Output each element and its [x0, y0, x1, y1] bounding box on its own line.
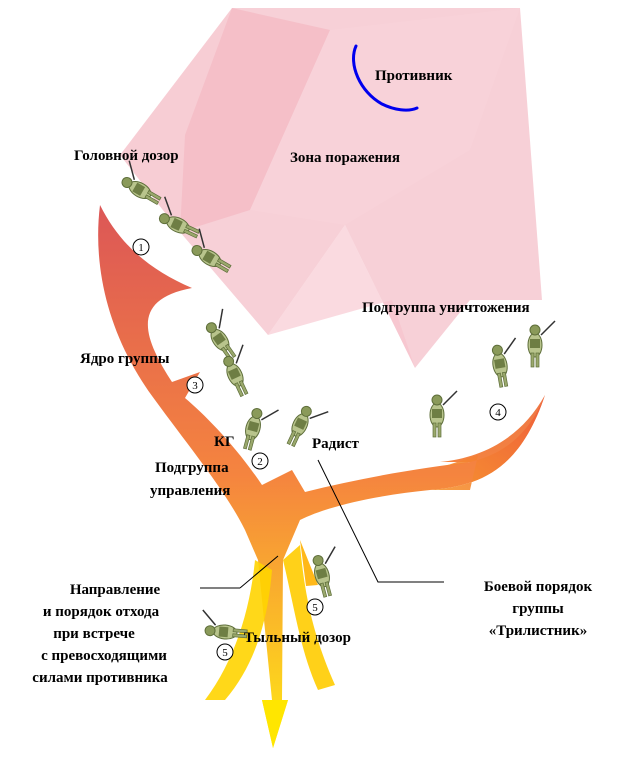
- marker-1: 1: [132, 238, 150, 256]
- formation-label-1: Боевой порядок: [484, 579, 593, 595]
- soldier-icon: [488, 337, 525, 389]
- marker-3: 3: [186, 376, 204, 394]
- svg-text:4: 4: [495, 407, 501, 419]
- enemy-line-icon: [352, 44, 419, 112]
- kill-zone-label: Зона поражения: [290, 150, 400, 166]
- retreat-arrows: [98, 205, 545, 748]
- group-core-label: Ядро группы: [80, 351, 170, 367]
- retreat-label-5: силами противника: [32, 670, 168, 686]
- formation-label-3: «Трилистник»: [489, 623, 587, 639]
- destruction-subgroup-label: Подгруппа уничтожения: [362, 300, 530, 316]
- rear-patrol-label: Тыльный дозор: [244, 630, 351, 646]
- soldier-icon: [527, 320, 556, 368]
- soldier-icon: [308, 545, 348, 599]
- svg-text:1: 1: [138, 242, 144, 254]
- marker-4: 4: [489, 403, 507, 421]
- soldier-icon: [429, 390, 458, 438]
- marker-5-right: 5: [306, 598, 324, 616]
- retreat-label-1: Направление: [70, 582, 161, 598]
- marker-2: 2: [251, 452, 269, 470]
- marker-5-left: 5: [216, 643, 234, 661]
- control-subgroup-label-1: Подгруппа: [155, 460, 229, 476]
- svg-text:5: 5: [312, 602, 318, 614]
- control-subgroup-label-2: управления: [150, 483, 230, 499]
- formation-leader-line: [317, 459, 444, 583]
- soldier-icon: [239, 402, 280, 456]
- retreat-label-3: при встрече: [53, 626, 135, 642]
- retreat-label-4: с превосходящими: [41, 648, 167, 664]
- enemy-label: Противник: [375, 68, 453, 84]
- soldier-icon: [199, 308, 250, 363]
- retreat-leader-line-2: [239, 555, 279, 589]
- formation-label-2: группы: [512, 601, 564, 617]
- kill-zone-area: [120, 8, 542, 368]
- commander-label: КГ: [214, 434, 234, 450]
- soldier-icon: [199, 609, 250, 642]
- radio-operator-label: Радист: [312, 436, 360, 452]
- retreat-label-2: и порядок отхода: [43, 604, 160, 620]
- svg-text:5: 5: [222, 647, 228, 659]
- svg-text:3: 3: [192, 380, 198, 392]
- svg-text:2: 2: [257, 456, 263, 468]
- head-patrol-label: Головной дозор: [74, 148, 179, 164]
